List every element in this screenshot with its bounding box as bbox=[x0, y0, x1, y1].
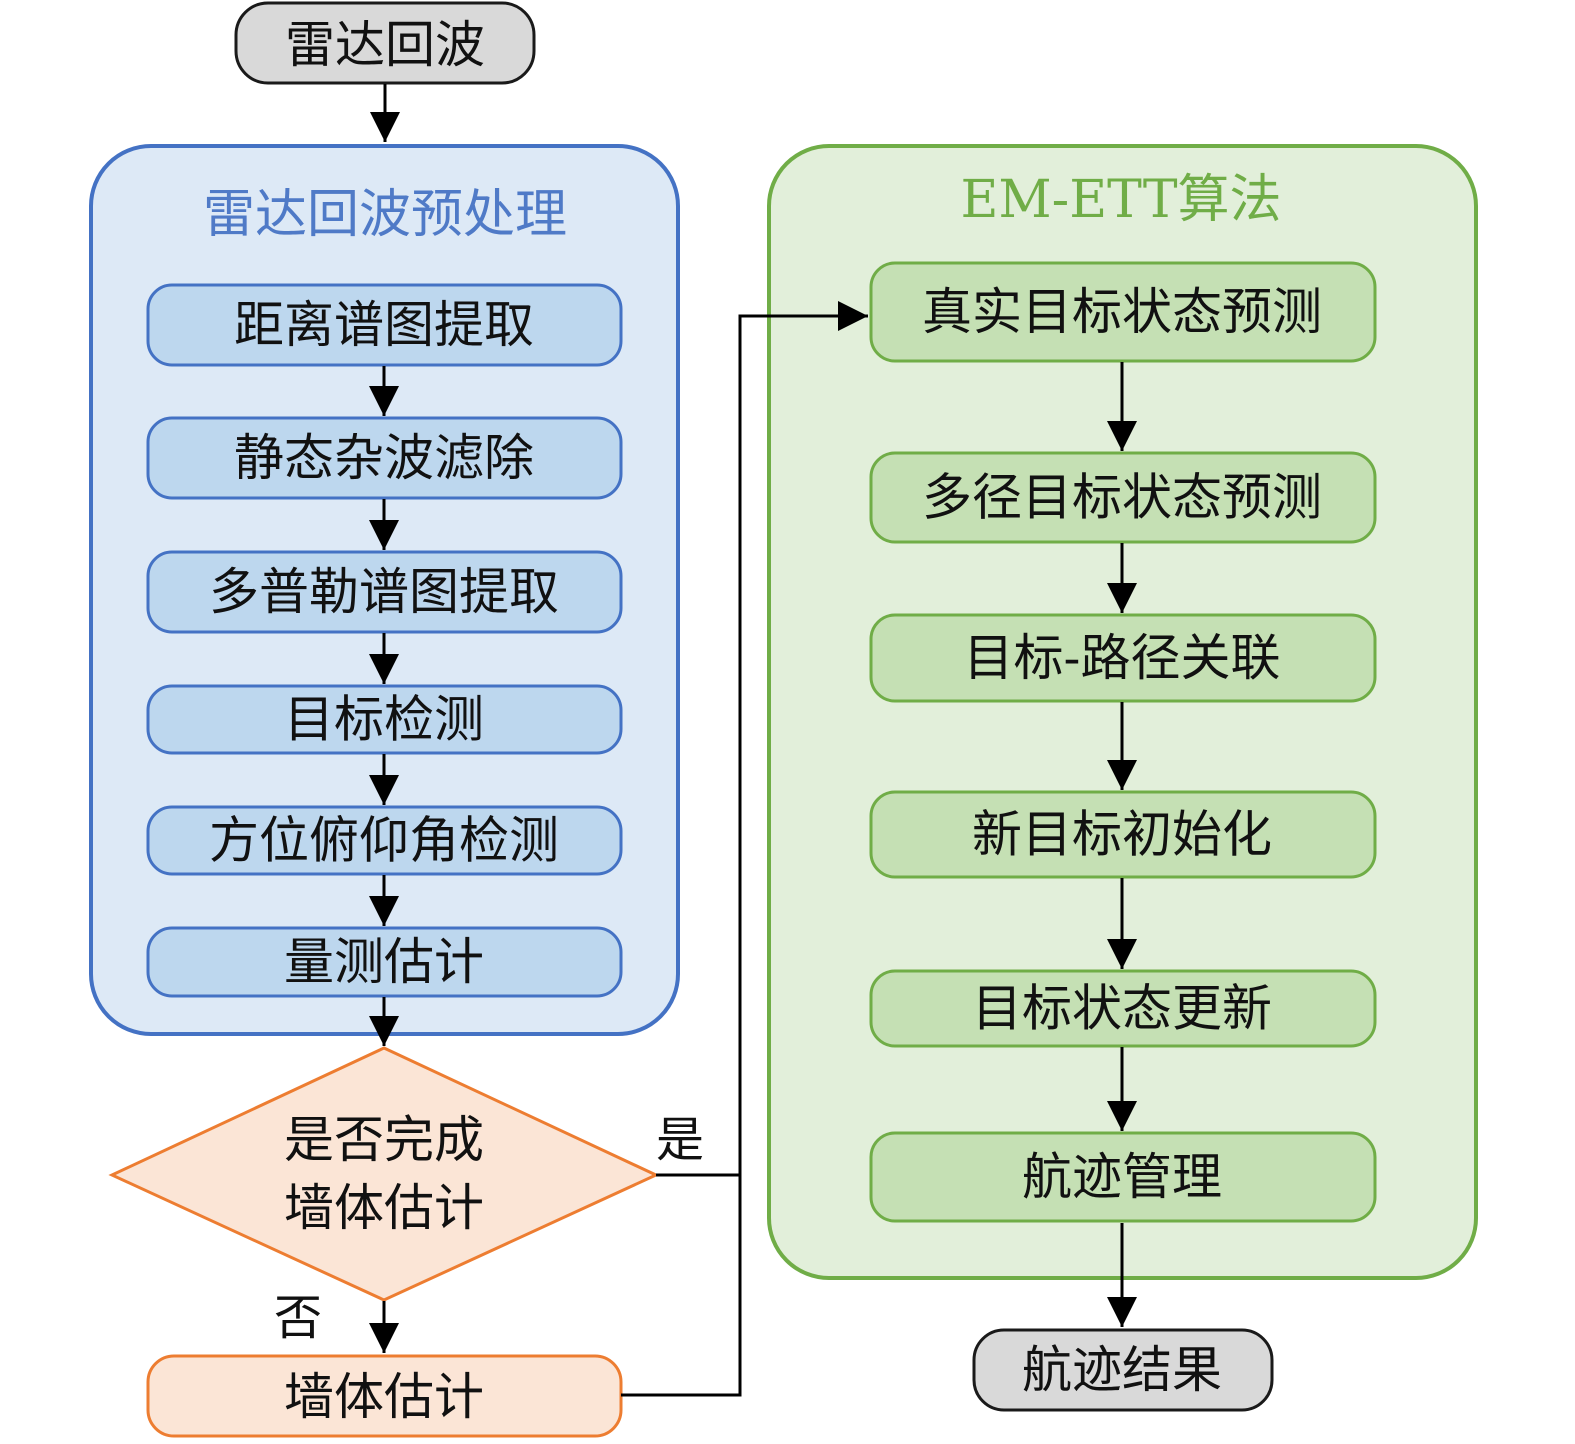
wall-estimation-node: 墙体估计 bbox=[146, 1354, 623, 1438]
algorithm-step: 新目标初始化 bbox=[869, 790, 1377, 879]
connector-to-algorithm bbox=[621, 301, 868, 1397]
no-label: 否 bbox=[274, 1290, 322, 1346]
algorithm-step-label: 真实目标状态预测 bbox=[922, 283, 1322, 341]
preprocess-title: 雷达回波预处理 bbox=[203, 185, 567, 245]
preprocess-step: 目标检测 bbox=[146, 684, 623, 755]
preprocess-step-label: 量测估计 bbox=[284, 933, 484, 991]
algorithm-step-label: 目标状态更新 bbox=[972, 980, 1272, 1038]
algorithm-title: EM-ETT算法 bbox=[960, 170, 1281, 230]
preprocess-step: 方位俯仰角检测 bbox=[146, 805, 623, 876]
preprocess-step-label: 距离谱图提取 bbox=[234, 296, 534, 354]
preprocess-step: 静态杂波滤除 bbox=[146, 416, 623, 500]
algorithm-step: 目标状态更新 bbox=[869, 969, 1377, 1048]
start-label: 雷达回波 bbox=[285, 16, 485, 74]
yes-label: 是 bbox=[656, 1112, 704, 1168]
algorithm-step-label: 目标-路径关联 bbox=[964, 629, 1281, 687]
preprocess-step: 距离谱图提取 bbox=[146, 283, 623, 367]
algorithm-step: 航迹管理 bbox=[869, 1131, 1377, 1223]
algorithm-step: 多径目标状态预测 bbox=[869, 451, 1377, 544]
algorithm-step-label: 航迹管理 bbox=[1022, 1148, 1222, 1206]
decision-line2: 墙体估计 bbox=[284, 1179, 484, 1237]
algorithm-step: 真实目标状态预测 bbox=[869, 261, 1377, 363]
preprocess-step-label: 目标检测 bbox=[284, 691, 484, 749]
wall-estimation-label: 墙体估计 bbox=[284, 1368, 484, 1426]
algorithm-step-label: 多径目标状态预测 bbox=[922, 469, 1322, 527]
preprocess-step: 量测估计 bbox=[146, 926, 623, 998]
preprocess-step-label: 静态杂波滤除 bbox=[234, 429, 534, 487]
end-label: 航迹结果 bbox=[1022, 1341, 1222, 1399]
start-node: 雷达回波 bbox=[234, 1, 536, 85]
decision-line1: 是否完成 bbox=[284, 1111, 484, 1169]
end-node: 航迹结果 bbox=[972, 1328, 1274, 1412]
preprocess-step-label: 方位俯仰角检测 bbox=[209, 812, 559, 870]
decision-node: 是否完成 墙体估计 bbox=[108, 1046, 660, 1302]
algorithm-step-label: 新目标初始化 bbox=[972, 806, 1272, 864]
algorithm-step: 目标-路径关联 bbox=[869, 613, 1377, 703]
preprocess-step: 多普勒谱图提取 bbox=[146, 550, 623, 634]
preprocess-step-label: 多普勒谱图提取 bbox=[209, 563, 559, 621]
